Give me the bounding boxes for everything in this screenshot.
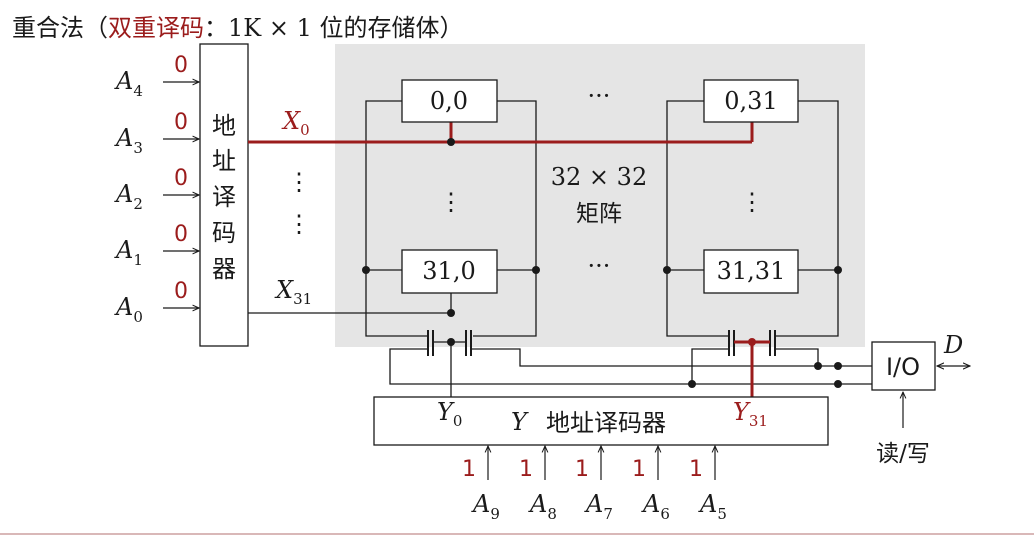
x31-label: X31 [274, 276, 312, 308]
x-decoder-box [199, 43, 249, 347]
x-input-a0: A0 0 [114, 279, 199, 326]
y-input-a9: 1 A9 [462, 446, 500, 523]
y-input-label: A5 [698, 490, 727, 523]
y-input-a6: 1 A6 [632, 446, 670, 523]
x-input-label: A3 [114, 124, 143, 157]
title-formula: 1K × 1 [228, 14, 312, 42]
col0-left-bitline [365, 100, 428, 337]
matrix-size-label: 32 × 32 [551, 163, 647, 191]
y-input-a8: 1 A8 [519, 446, 557, 523]
ellipsis-marks: ··· ··· ⋮ ⋮ ⋮ ⋮ [287, 82, 764, 280]
col31-vdots: ⋮ [740, 188, 764, 216]
y-input-bit: 1 [462, 457, 476, 482]
io-box [871, 341, 936, 391]
y31-label: Y31 [733, 398, 768, 430]
data-label: D [943, 331, 963, 359]
io-label: I/O [886, 353, 920, 381]
x-input-label: A1 [114, 236, 143, 269]
x-address-inputs: A4 0 A3 0 A2 0 A1 0 A0 0 [114, 53, 199, 326]
x-input-bit: 0 [174, 53, 188, 78]
y-input-bit: 1 [575, 457, 589, 482]
col0-right-bitline [473, 100, 537, 337]
x-decoder-label: 地 址 译 码 器 [212, 112, 236, 283]
x-input-bit: 0 [174, 279, 188, 304]
row31-hdots: ··· [588, 252, 611, 280]
row0-hdots: ··· [588, 82, 611, 110]
y-input-a5: 1 A5 [689, 446, 727, 523]
y-decoder-box [373, 396, 829, 446]
memory-cells: 0,0 0,31 31,0 31,31 [401, 79, 799, 294]
x-lines-vdots-upper: ⋮ [287, 168, 311, 196]
cell-31-0-label: 31,0 [422, 257, 475, 285]
x-input-label: A4 [114, 67, 143, 100]
title-colon: ： [204, 14, 228, 42]
col31-left-bitline [666, 100, 729, 337]
x-input-bit: 0 [174, 110, 188, 135]
y-input-label: A8 [528, 490, 557, 523]
x-input-bit: 0 [174, 166, 188, 191]
title-prefix: 重合法（ [12, 14, 108, 42]
cell-31-31-label: 31,31 [717, 257, 786, 285]
col0-vdots: ⋮ [439, 188, 463, 216]
x-input-bit: 0 [174, 222, 188, 247]
x-decoder-char: 址 [212, 147, 236, 175]
io-lines [838, 365, 872, 385]
read-write-label: 读/写 [876, 441, 930, 467]
x0-label: X0 [281, 107, 310, 139]
selected-lines [248, 122, 770, 397]
title: 重合法（双重译码：1K × 1 位的存储体） [12, 14, 463, 42]
y-input-bit: 1 [689, 457, 703, 482]
cell-0-0 [401, 79, 498, 123]
y0-gate-dot [447, 338, 455, 346]
x-input-a1: A1 0 [114, 222, 199, 269]
cell-31-0 [401, 249, 498, 294]
y0-switch [389, 330, 838, 397]
x-input-a2: A2 0 [114, 166, 199, 213]
x-decoder-char: 地 [212, 112, 236, 140]
y0-label: Y0 [437, 398, 462, 430]
cell-0-31 [703, 79, 799, 123]
cell-0-31-label: 0,31 [724, 87, 777, 115]
col31-right-bitline [775, 100, 839, 337]
x0-junction-dot [447, 138, 455, 146]
y-input-bit: 1 [519, 457, 533, 482]
y-decoder-label: 地址译码器 [546, 409, 666, 437]
x-input-label: A0 [114, 293, 143, 326]
bitline-junctions [362, 266, 842, 388]
x-decoder-char: 码 [212, 219, 236, 247]
y-address-inputs: 1 A9 1 A8 1 A7 1 A6 1 A5 [462, 446, 727, 523]
x-input-a3: A3 0 [114, 110, 199, 157]
y-input-bit: 1 [632, 457, 646, 482]
y-input-a7: 1 A7 [575, 446, 613, 523]
y31-gate-dot [748, 338, 756, 346]
title-emphasis: 双重译码 [108, 14, 204, 42]
cell-31-31 [703, 249, 799, 294]
x31-junction-dot [447, 309, 455, 317]
x-lines-vdots-lower: ⋮ [287, 210, 311, 238]
cell-0-0-label: 0,0 [430, 87, 468, 115]
y-input-label: A9 [471, 490, 500, 523]
y-input-label: A6 [641, 490, 670, 523]
matrix-name-label: 矩阵 [576, 201, 622, 227]
title-suffix: 位的存储体） [312, 14, 464, 42]
x-decoder-char: 器 [212, 255, 236, 283]
x-input-label: A2 [114, 180, 143, 213]
x-decoder-char: 译 [212, 183, 236, 211]
x-input-a4: A4 0 [114, 53, 199, 100]
bit-lines [365, 100, 839, 337]
y-input-label: A7 [584, 490, 613, 523]
y-decoder-var: Y [511, 408, 529, 436]
